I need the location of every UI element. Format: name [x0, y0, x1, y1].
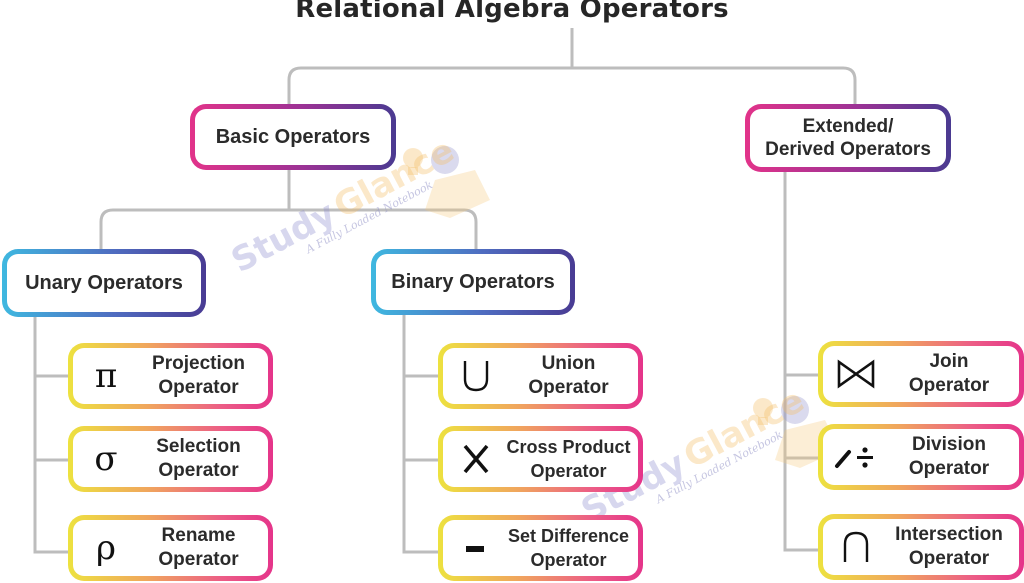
- extended-label-line2: Derived Operators: [765, 139, 931, 160]
- operator-suffix: Operator: [158, 460, 239, 481]
- extended-label-line1: Extended/: [802, 116, 894, 137]
- operator-rename: ρ Rename Operator: [68, 515, 273, 581]
- operator-label: Union Operator: [501, 352, 638, 400]
- operator-suffix: Operator: [908, 458, 990, 479]
- connector-title-branch: [287, 66, 857, 106]
- operator-name: Intersection: [895, 524, 1003, 545]
- operator-name: Division: [912, 434, 986, 455]
- node-basic-operators-label: Basic Operators: [195, 109, 391, 165]
- operator-join: Join Operator: [818, 341, 1024, 407]
- operator-label: Cross Product Operator: [501, 435, 638, 483]
- node-extended-operators: Extended/ Derived Operators: [745, 104, 951, 172]
- operator-suffix: Operator: [528, 377, 609, 398]
- diagram-title: Relational Algebra Operators: [295, 0, 729, 24]
- operator-label: Selection Operator: [131, 435, 268, 483]
- operator-cross-product: Cross Product Operator: [438, 426, 643, 492]
- operator-selection: σ Selection Operator: [68, 426, 273, 492]
- operator-suffix: Operator: [908, 375, 990, 396]
- operator-name: Union: [541, 353, 596, 374]
- operator-division: Division Operator: [818, 424, 1024, 490]
- operator-name: Selection: [156, 436, 241, 457]
- node-binary-operators: Binary Operators: [371, 249, 575, 315]
- operator-label: Rename Operator: [131, 524, 268, 572]
- operator-suffix: Operator: [530, 461, 607, 481]
- operator-name: Join: [929, 351, 969, 372]
- division-icon: [831, 442, 881, 472]
- rho-icon: ρ: [96, 528, 116, 568]
- operator-suffix: Operator: [908, 548, 990, 569]
- bowtie-join-icon: [831, 359, 881, 389]
- connector-extended-tree: [783, 170, 820, 552]
- operator-name: Projection: [152, 353, 245, 374]
- node-basic-operators: Basic Operators: [190, 104, 396, 170]
- node-unary-operators: Unary Operators: [2, 249, 206, 317]
- operator-union: Union Operator: [438, 343, 643, 409]
- operator-name: Rename: [161, 525, 236, 546]
- connector-binary-tree: [402, 314, 440, 554]
- operator-intersection: Intersection Operator: [818, 514, 1024, 580]
- operator-suffix: Operator: [158, 549, 239, 570]
- pi-icon: π: [94, 356, 118, 396]
- operator-label: Projection Operator: [131, 352, 268, 400]
- sigma-icon: σ: [94, 439, 118, 479]
- operator-label: Join Operator: [881, 350, 1019, 398]
- node-extended-operators-label: Extended/ Derived Operators: [750, 109, 946, 167]
- operator-projection: π Projection Operator: [68, 343, 273, 409]
- operator-label: Set Difference Operator: [501, 524, 638, 572]
- connector-basic-branch: [99, 208, 478, 250]
- operator-suffix: Operator: [158, 377, 239, 398]
- operator-label: Intersection Operator: [881, 523, 1019, 571]
- intersection-icon: [831, 530, 881, 564]
- node-binary-operators-label: Binary Operators: [376, 254, 570, 310]
- operator-label: Division Operator: [881, 433, 1019, 481]
- operator-name: Set Difference: [507, 526, 630, 546]
- operator-suffix: Operator: [530, 550, 607, 570]
- cross-product-icon: [451, 444, 501, 474]
- operator-name: Cross Product: [506, 437, 631, 457]
- operator-set-difference: Set Difference Operator: [438, 515, 643, 581]
- minus-icon: [451, 541, 501, 555]
- connector-unary-tree: [33, 314, 70, 554]
- union-icon: [451, 359, 501, 393]
- node-unary-operators-label: Unary Operators: [7, 254, 201, 312]
